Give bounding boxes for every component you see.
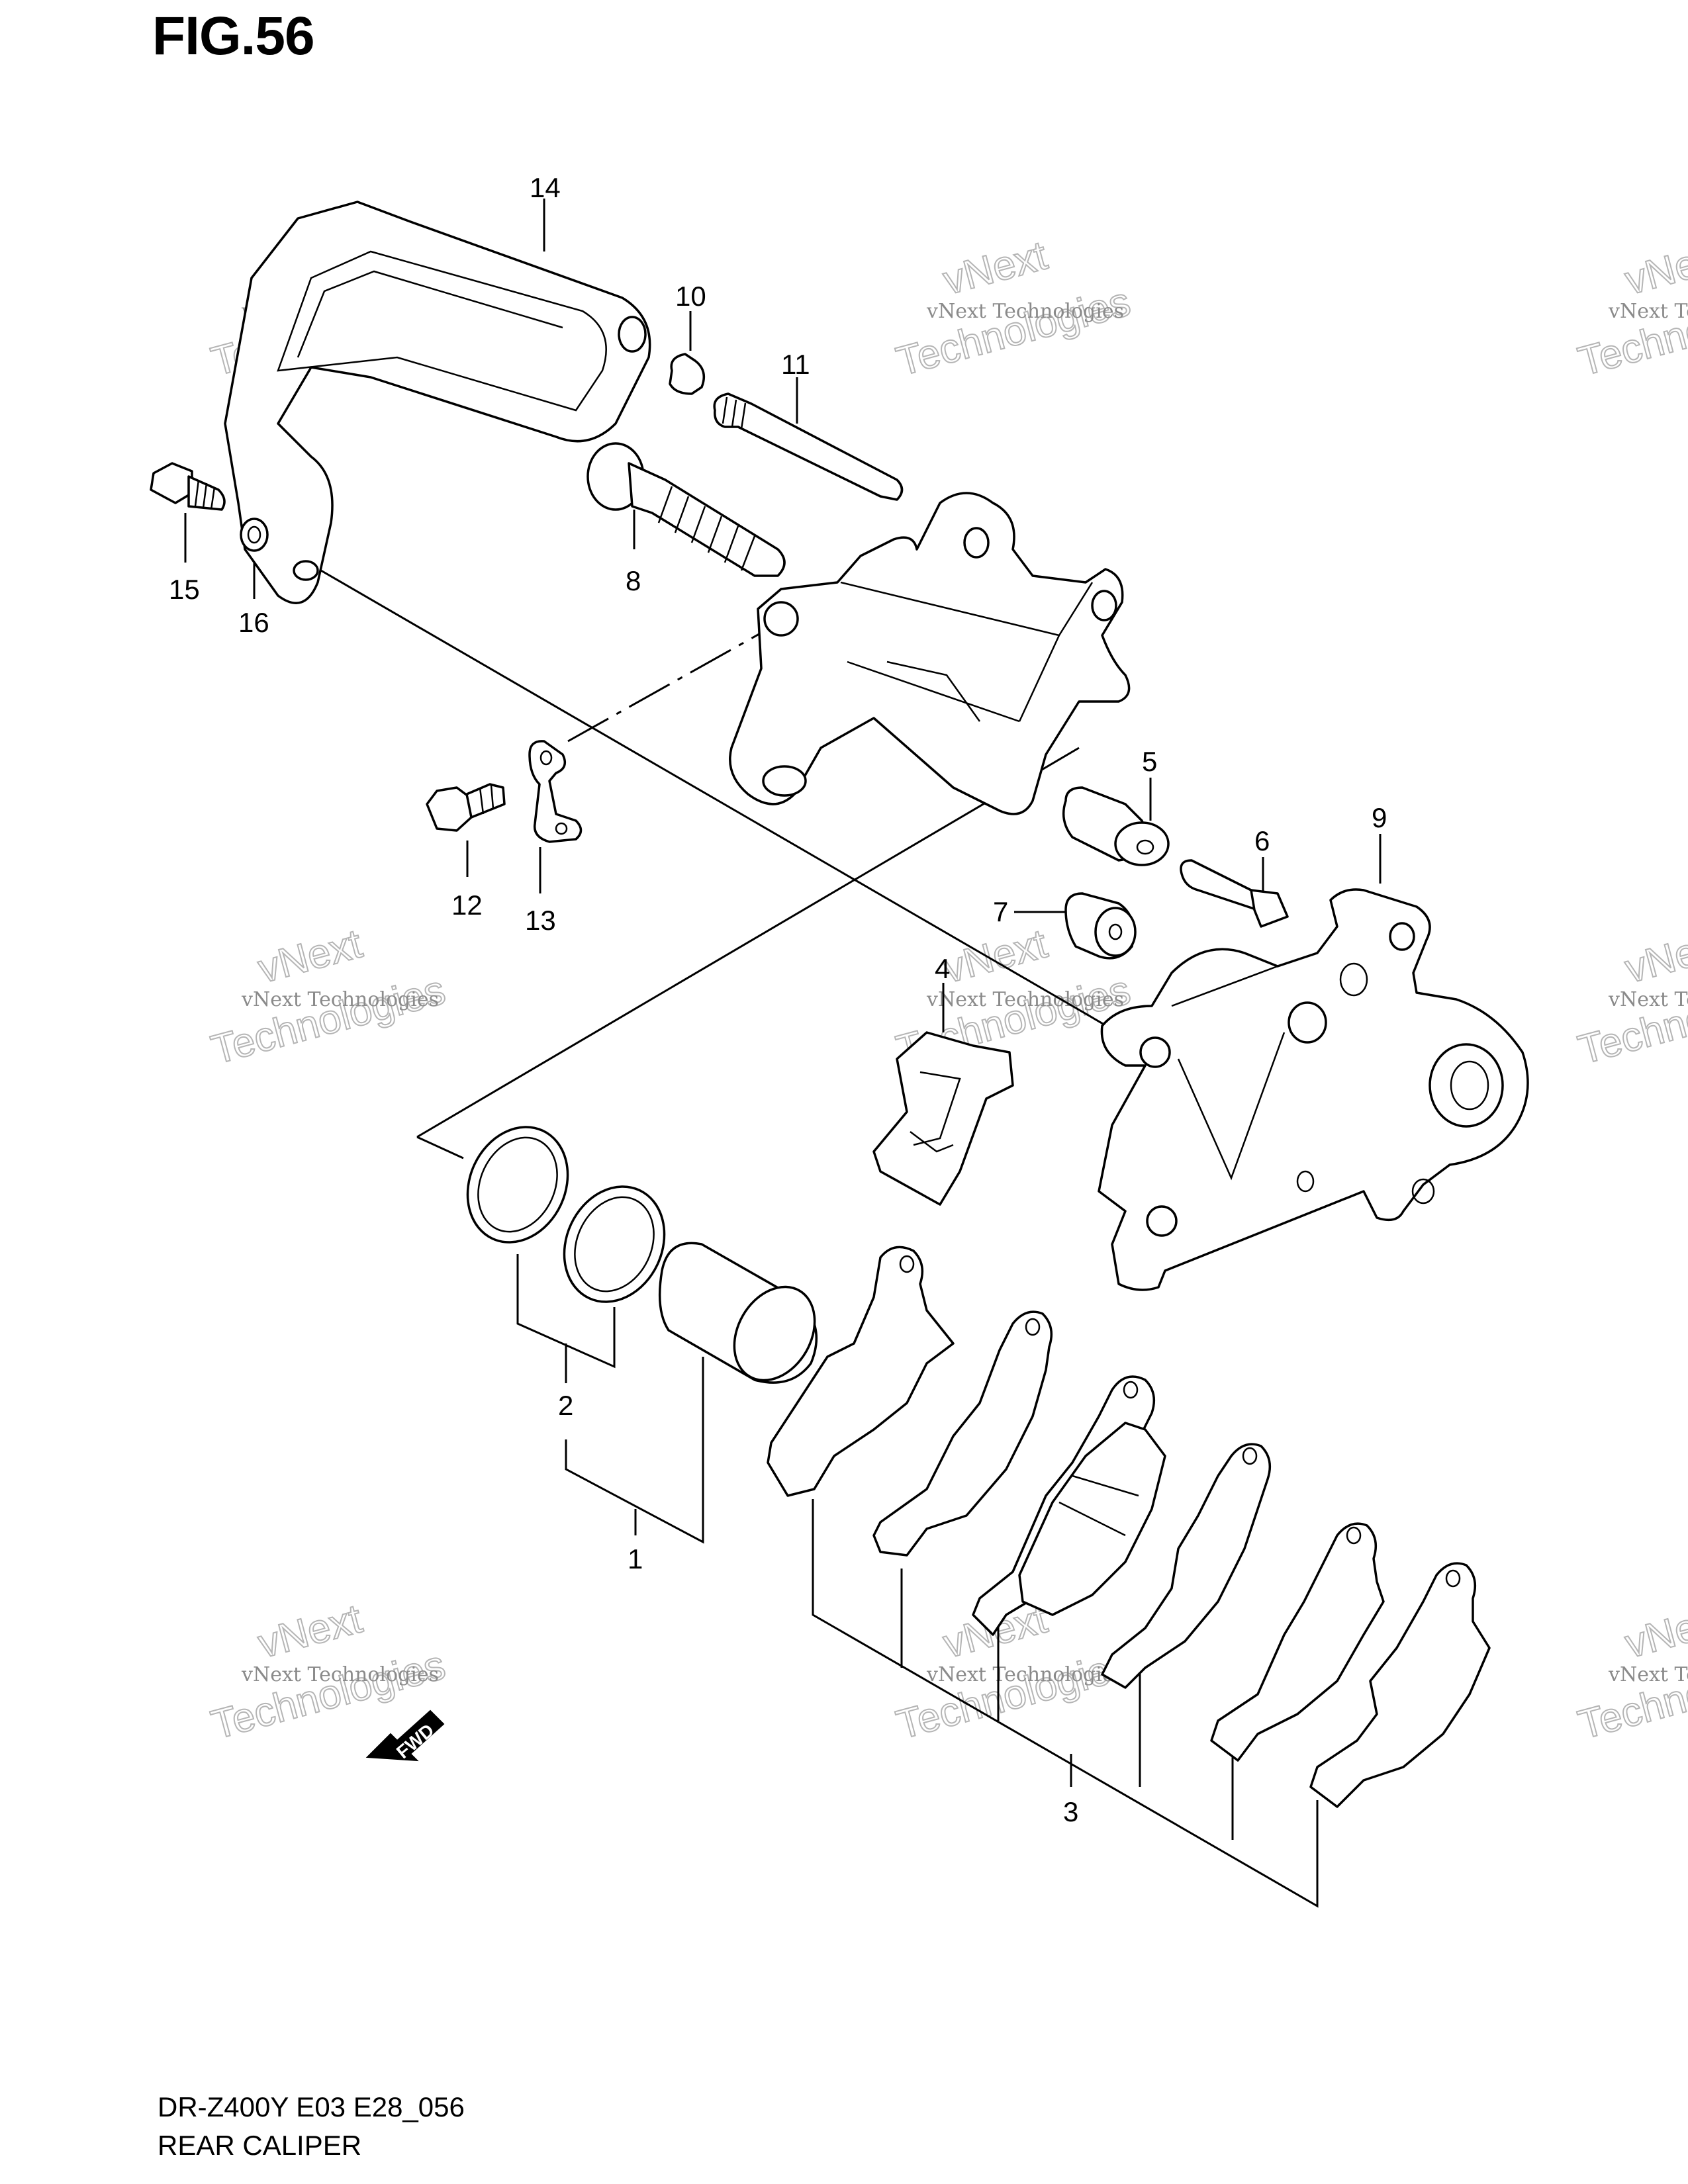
part-2-piston-seal[interactable] xyxy=(449,1111,586,1259)
watermark-small: vNext Technologies xyxy=(1608,300,1688,323)
part-8-bolt[interactable] xyxy=(586,442,786,577)
watermark-big: vNext xyxy=(939,232,1052,304)
callout-16: 16 xyxy=(238,607,269,638)
watermark-small: vNext Technologies xyxy=(926,300,1124,323)
watermark-small: vNext Technologies xyxy=(926,988,1124,1011)
bracket-3 xyxy=(812,1499,1319,1908)
callout-14: 14 xyxy=(530,172,561,203)
watermark-big: vNext xyxy=(1620,1596,1688,1667)
part-6-pin-bolt[interactable] xyxy=(1180,859,1289,928)
assembly-name: REAR CALIPER xyxy=(158,2130,362,2161)
watermark-small: vNext Technologies xyxy=(1608,1663,1688,1686)
part-3-brake-pad-set[interactable] xyxy=(767,1246,1491,1808)
part-10-boot[interactable] xyxy=(669,353,706,395)
caliper-housing[interactable] xyxy=(729,492,1131,815)
watermark-big: vNext xyxy=(1620,921,1688,992)
part-9-caliper-carrier[interactable] xyxy=(1098,888,1529,1291)
watermark-small: vNext Technologies xyxy=(1608,988,1688,1011)
part-12-bleeder[interactable] xyxy=(426,783,506,832)
pad-with-lining[interactable] xyxy=(972,1375,1166,1636)
leader-lines xyxy=(184,199,1382,1908)
part-14-caliper-guard[interactable] xyxy=(224,201,651,604)
watermark: vNext Technologies vNext Technologies xyxy=(891,232,1135,385)
watermark-big: Technologies xyxy=(207,967,449,1073)
pad-plate[interactable] xyxy=(1210,1522,1385,1762)
watermark: vNext Technologies vNext Technologies xyxy=(1573,232,1688,385)
model-code: DR-Z400Y E03 E28_056 xyxy=(158,2091,465,2122)
axis-line-bleeder xyxy=(567,624,775,743)
axis-line-bracket xyxy=(316,567,1073,1007)
callout-10: 10 xyxy=(675,281,706,312)
part-15-bolt[interactable] xyxy=(150,462,226,511)
figure-title: FIG.56 xyxy=(152,6,315,66)
part-11-pin[interactable] xyxy=(713,392,904,501)
callout-labels: 14 10 11 8 15 16 12 13 5 6 7 9 4 2 1 3 xyxy=(169,172,1387,1827)
part-7-boot[interactable] xyxy=(1064,892,1137,960)
axis-line-piston-tip xyxy=(416,1136,464,1160)
callout-4: 4 xyxy=(935,953,950,984)
axis-line-piston xyxy=(416,747,1080,1138)
callout-2: 2 xyxy=(558,1390,573,1421)
callout-7: 7 xyxy=(993,896,1008,927)
watermark-small: vNext Technologies xyxy=(241,1663,439,1686)
callout-3: 3 xyxy=(1063,1796,1078,1827)
part-13-clip[interactable] xyxy=(528,740,583,843)
pad-plate[interactable] xyxy=(1101,1443,1272,1689)
watermark: vNext Technologies vNext Technologies xyxy=(1573,1595,1688,1749)
part-5-sleeve[interactable] xyxy=(1062,786,1170,866)
watermark: vNext Technologies vNext Technologies xyxy=(1573,920,1688,1073)
callout-13: 13 xyxy=(525,905,556,936)
callout-6: 6 xyxy=(1254,825,1270,856)
callout-1: 1 xyxy=(628,1543,643,1574)
watermark-big: vNext xyxy=(254,1596,367,1667)
watermark-small: vNext Technologies xyxy=(926,1663,1124,1686)
watermark-big: vNext xyxy=(254,921,367,992)
fwd-direction-arrow: FWD xyxy=(365,1709,445,1762)
pad-plate[interactable] xyxy=(1309,1562,1491,1808)
watermark: vNext Technologies vNext Technologies xyxy=(206,920,450,1073)
callout-12: 12 xyxy=(451,889,483,921)
pad-plate[interactable] xyxy=(872,1310,1053,1557)
part-1-piston[interactable] xyxy=(658,1242,831,1394)
watermark-big: vNext xyxy=(939,921,1052,992)
watermark-small: vNext Technologies xyxy=(241,988,439,1011)
watermark-big: Technologies xyxy=(892,279,1135,385)
part-16-washer[interactable] xyxy=(240,518,269,552)
bracket-1 xyxy=(565,1357,704,1544)
pad-plate[interactable] xyxy=(767,1246,955,1497)
watermark-big: vNext xyxy=(1620,232,1688,304)
watermark: vNext Technologies vNext Technologies xyxy=(891,1595,1135,1749)
watermark-big: Technologies xyxy=(892,1642,1135,1748)
part-2-dust-seal[interactable] xyxy=(546,1170,683,1318)
callout-8: 8 xyxy=(626,565,641,596)
callout-11: 11 xyxy=(781,349,810,380)
callout-15: 15 xyxy=(169,574,200,605)
part-4-pad-spring[interactable] xyxy=(872,1031,1014,1206)
callout-5: 5 xyxy=(1142,746,1157,777)
callout-9: 9 xyxy=(1372,802,1387,833)
